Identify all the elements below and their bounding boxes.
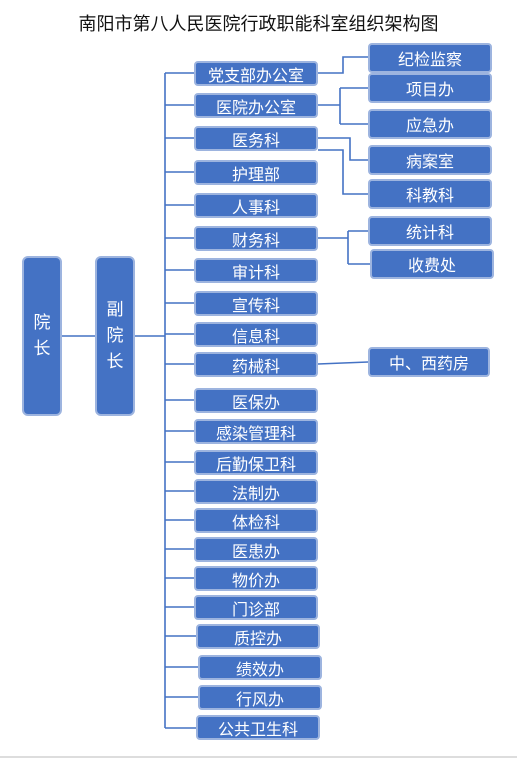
connector-sub-jijian	[318, 56, 368, 74]
sub-box-pharmacy: 中、西药房	[368, 347, 490, 377]
dept-box-finance: 财务科	[194, 226, 318, 251]
dept-box-audit: 审计科	[194, 258, 318, 283]
sub-box-billing: 收费处	[370, 249, 494, 279]
dept-box-quality-control: 质控办	[196, 624, 320, 649]
dept-box-party-office: 党支部办公室	[194, 61, 318, 86]
sub-box-medical-records: 病案室	[368, 145, 492, 175]
president-label-char-1: 院	[33, 313, 51, 333]
vice-president-label-char-3: 长	[106, 352, 124, 372]
dept-box-pricing: 物价办	[194, 566, 318, 591]
president-box: 院 长	[22, 256, 62, 416]
connector-sub-tongji-shoufei	[318, 230, 370, 265]
sub-box-project-office: 项目办	[368, 73, 492, 103]
dept-box-pharmacy-equipment: 药械科	[194, 352, 318, 377]
dept-box-physical-exam: 体检科	[194, 508, 318, 533]
connector-sub-kejiao	[318, 149, 368, 195]
dept-box-patient-relations: 医患办	[194, 537, 318, 562]
dept-box-hospital-office: 医院办公室	[194, 93, 318, 118]
dept-box-outpatient: 门诊部	[194, 595, 318, 620]
dept-box-nursing: 护理部	[194, 160, 318, 185]
sub-box-discipline-inspection: 纪检监察	[368, 43, 492, 73]
connector-sub-xiangmu-yingji	[318, 87, 368, 125]
dept-box-hr: 人事科	[194, 193, 318, 218]
sub-box-emergency-office: 应急办	[368, 109, 492, 139]
dept-box-publicity: 宣传科	[194, 291, 318, 316]
connector-sub-yaofang	[317, 361, 369, 365]
sub-box-statistics: 统计科	[368, 216, 492, 246]
dept-box-logistics-security: 后勤保卫科	[194, 450, 318, 475]
dept-box-medical-affairs: 医务科	[194, 126, 318, 151]
dept-box-medical-insurance: 医保办	[194, 388, 318, 413]
vice-president-box: 副 院 长	[95, 256, 135, 416]
chart-title: 南阳市第八人民医院行政职能科室组织架构图	[78, 14, 439, 35]
page-bottom-divider	[0, 756, 517, 758]
vice-president-label-char-1: 副	[106, 300, 124, 320]
vice-president-label-char-2: 院	[106, 326, 124, 346]
dept-box-legal: 法制办	[194, 479, 318, 504]
dept-box-public-health: 公共卫生科	[196, 715, 320, 740]
president-label-char-2: 长	[33, 339, 51, 359]
connector-sub-bingan	[318, 137, 368, 161]
dept-box-information: 信息科	[194, 322, 318, 347]
dept-box-conduct: 行风办	[198, 685, 322, 710]
dept-box-performance: 绩效办	[198, 655, 322, 680]
sub-box-science-education: 科教科	[368, 179, 492, 209]
dept-box-infection-control: 感染管理科	[194, 419, 318, 444]
